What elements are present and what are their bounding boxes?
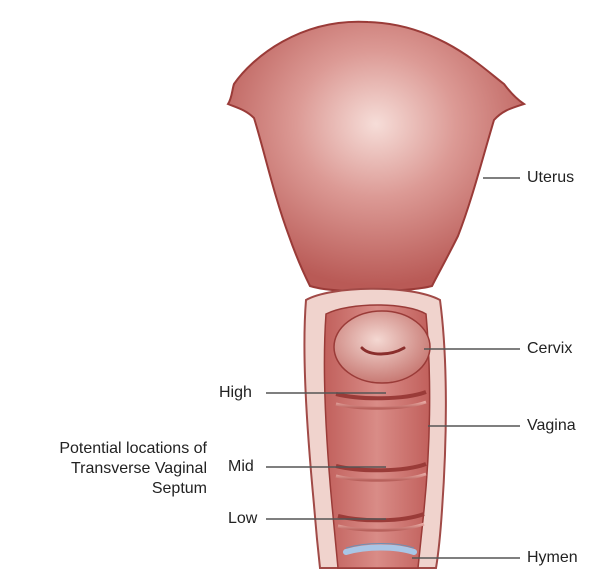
uterus-shape — [228, 22, 524, 292]
cervix-shape — [334, 311, 430, 383]
label-hymen: Hymen — [527, 548, 578, 568]
label-vagina: Vagina — [527, 416, 576, 436]
septum-note-line-3: Septum — [59, 479, 207, 499]
septum-note: Potential locations of Transverse Vagina… — [59, 439, 207, 499]
label-cervix: Cervix — [527, 339, 572, 359]
label-low: Low — [228, 509, 257, 529]
label-uterus: Uterus — [527, 168, 574, 188]
label-high: High — [219, 383, 252, 403]
label-mid: Mid — [228, 457, 254, 477]
septum-note-line-2: Transverse Vaginal — [59, 459, 207, 479]
septum-note-line-1: Potential locations of — [59, 439, 207, 459]
